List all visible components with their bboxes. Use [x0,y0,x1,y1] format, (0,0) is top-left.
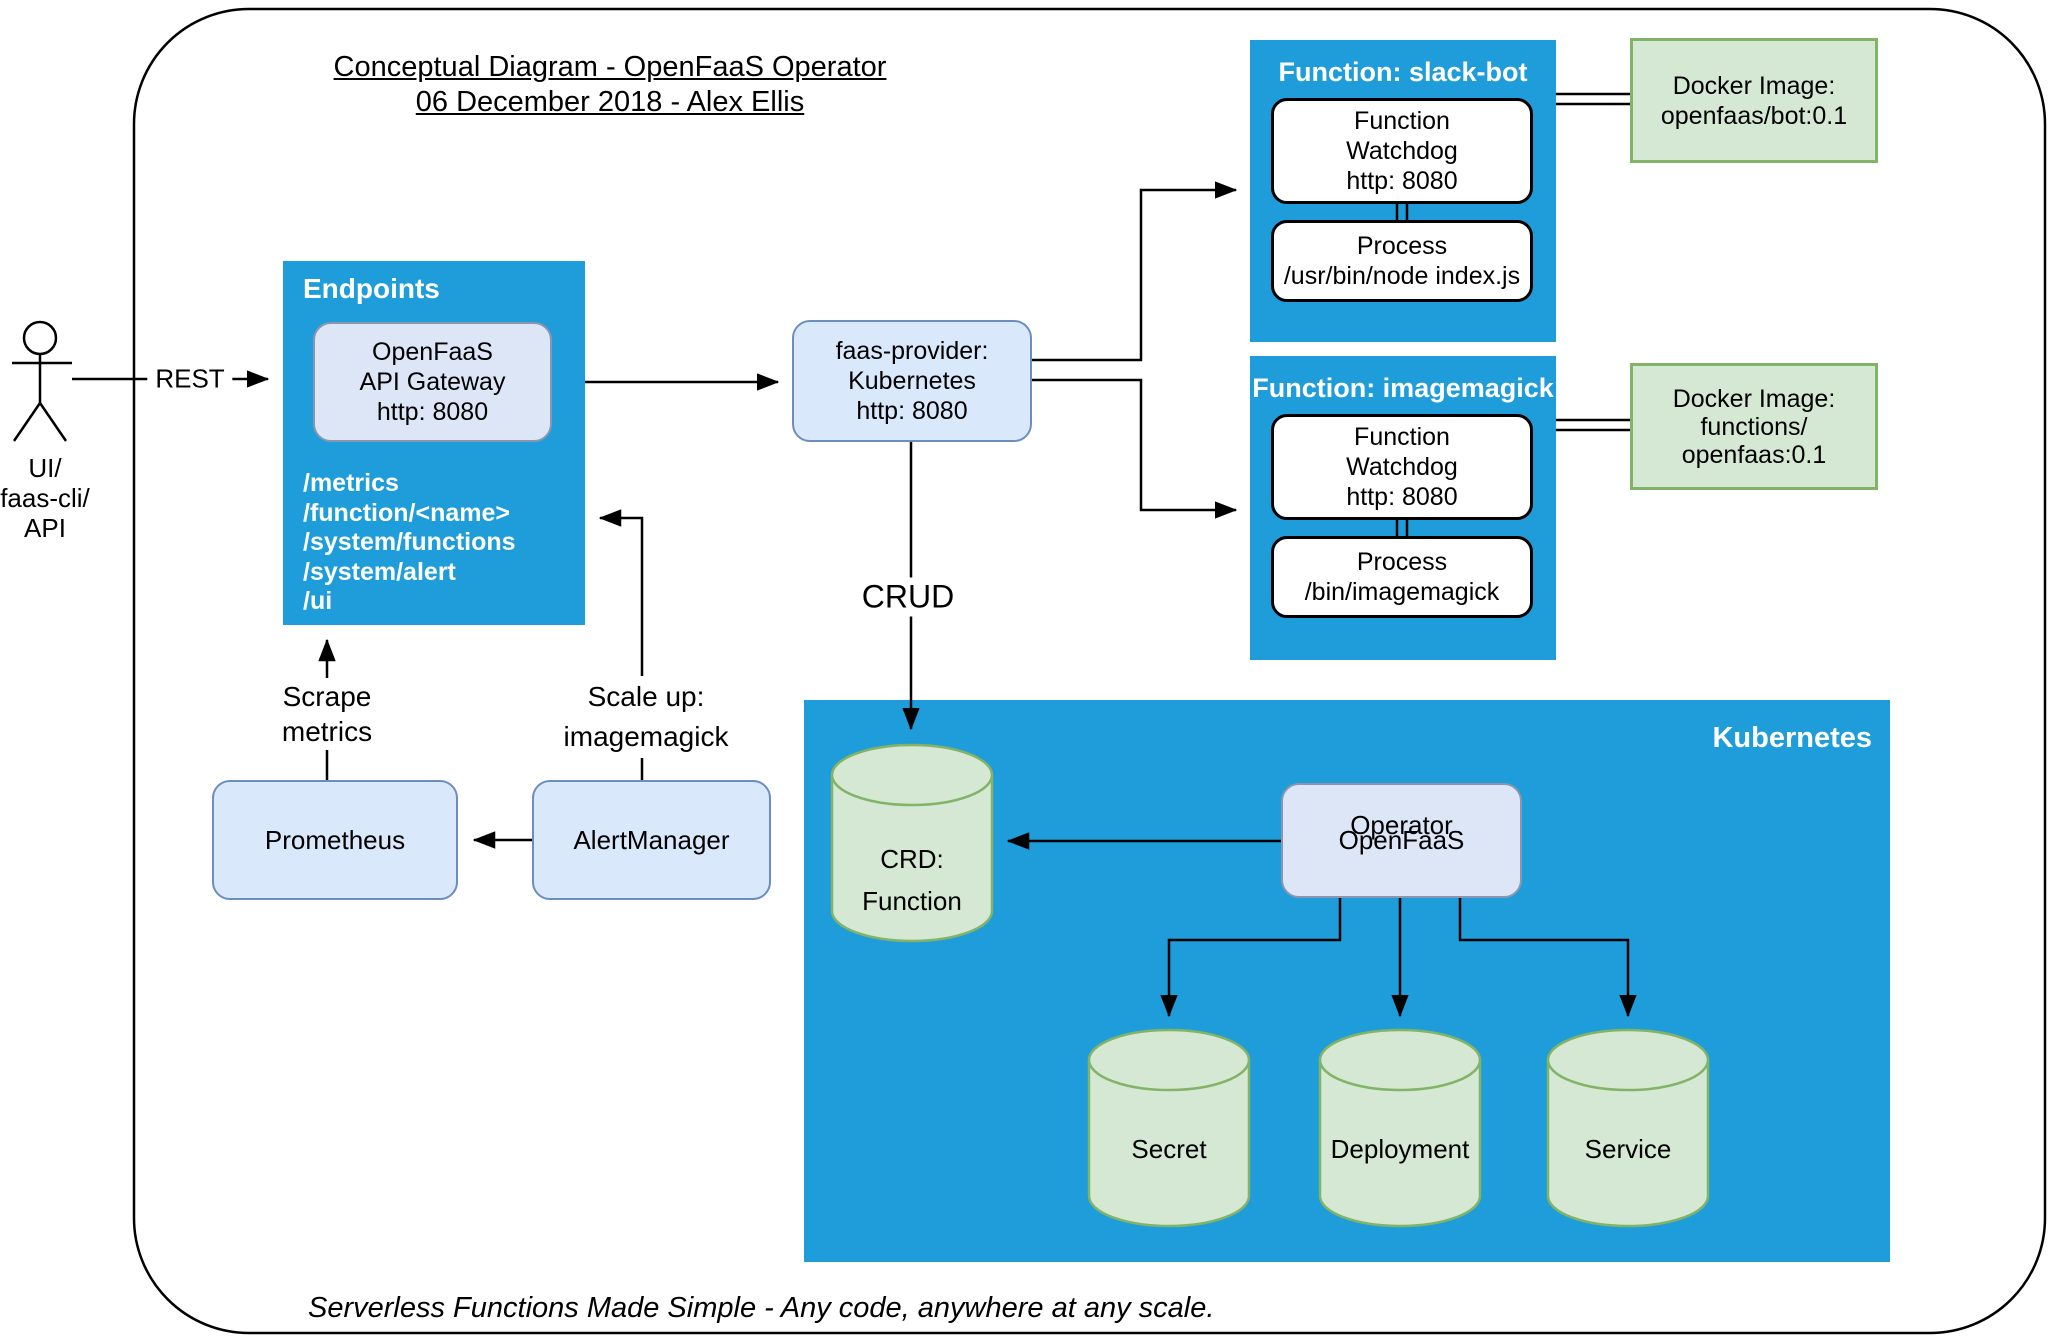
route-item: /metrics [303,469,399,497]
endpoints-header: Endpoints [303,273,440,304]
faas-provider-line3: http: 8080 [856,397,968,425]
actor-label: UI/ faas-cli/ API [0,453,90,543]
process-line: /usr/bin/node index.js [1283,262,1521,290]
watchdog-line: http: 8080 [1346,483,1458,511]
docker-line: Docker Image: [1672,71,1836,100]
alertmanager-label: AlertManager [573,824,730,855]
footer-tagline: Serverless Functions Made Simple - Any c… [308,1292,1215,1324]
watchdog-line: Function [1354,107,1450,135]
watchdog-line: http: 8080 [1346,167,1458,195]
scale-up-label: Scale up: imagemagick [555,676,737,758]
double-link-slack-bot-docker [1556,92,1630,106]
arrow-provider-to-slack-bot [1032,181,1238,362]
scrape-metrics-label: Scrape metrics [273,678,381,750]
docker-line: openfaas/bot:0.1 [1660,101,1848,130]
prometheus-node: Prometheus [212,780,458,900]
secret-label: Secret [1131,1134,1207,1164]
route-item: /function/<name> [303,498,510,527]
slack-bot-watchdog-node: Function Watchdog http: 8080 [1271,98,1533,204]
route-item: /system/alert [303,557,456,586]
docker-line: functions/ [1700,412,1808,441]
diagram-title-line1: Conceptual Diagram - OpenFaaS Operator [333,51,887,83]
api-gateway-line2: API Gateway [359,368,506,396]
double-link-imagemagick-docker [1556,418,1630,432]
prometheus-label: Prometheus [264,824,406,855]
docker-image-slack-bot: Docker Image: openfaas/bot:0.1 [1630,38,1878,163]
docker-line: Docker Image: [1672,384,1836,413]
function-slack-bot-title: Function: slack-bot [1278,57,1528,87]
faas-provider-line1: faas-provider: [835,337,989,365]
api-gateway-line1: OpenFaaS [372,338,493,366]
faas-provider-line2: Kubernetes [848,367,976,395]
watchdog-line: Watchdog [1346,137,1458,165]
operator-label: Operator [1281,810,1522,841]
diagram-title-line2: 06 December 2018 - Alex Ellis [415,86,805,118]
docker-line: openfaas:0.1 [1681,440,1827,469]
crd-function-label: CRD: Function [862,844,962,916]
process-line: Process [1356,548,1448,576]
slack-bot-process-node: Process /usr/bin/node index.js [1271,220,1533,302]
route-item: /ui [303,587,333,615]
deployment-label: Deployment [1330,1134,1470,1164]
process-line: /bin/imagemagick [1304,578,1500,606]
faas-provider-node: faas-provider: Kubernetes http: 8080 [792,320,1032,442]
kubernetes-header: Kubernetes [1712,722,1872,754]
endpoints-box: Endpoints OpenFaaS API Gateway http: 808… [283,261,585,625]
api-gateway-line3: http: 8080 [376,398,489,426]
docker-image-imagemagick: Docker Image: functions/ openfaas:0.1 [1630,363,1878,490]
watchdog-line: Watchdog [1346,453,1458,481]
process-line: Process [1356,232,1448,260]
service-label: Service [1584,1134,1672,1164]
imagemagick-process-node: Process /bin/imagemagick [1271,536,1533,618]
function-slack-bot-box: Function: slack-bot Function Watchdog ht… [1250,40,1556,342]
rest-label: REST [147,362,233,396]
route-item: /system/functions [303,528,516,556]
arrow-provider-to-imagemagick [1032,378,1238,519]
function-imagemagick-box: Function: imagemagick Function Watchdog … [1250,356,1556,660]
alertmanager-node: AlertManager [532,780,771,900]
api-gateway-node: OpenFaaS API Gateway http: 8080 [313,322,552,442]
watchdog-line: Function [1354,423,1450,451]
operator-line1b: Operator [1350,810,1453,840]
crud-label: CRUD [853,577,963,617]
endpoint-routes-list: /metrics /function/<name> /system/functi… [303,469,516,617]
actor-icon [12,320,72,442]
function-imagemagick-title: Function: imagemagick [1252,373,1554,403]
diagram-title: Conceptual Diagram - OpenFaaS Operator 0… [320,50,900,120]
imagemagick-watchdog-node: Function Watchdog http: 8080 [1271,414,1533,520]
